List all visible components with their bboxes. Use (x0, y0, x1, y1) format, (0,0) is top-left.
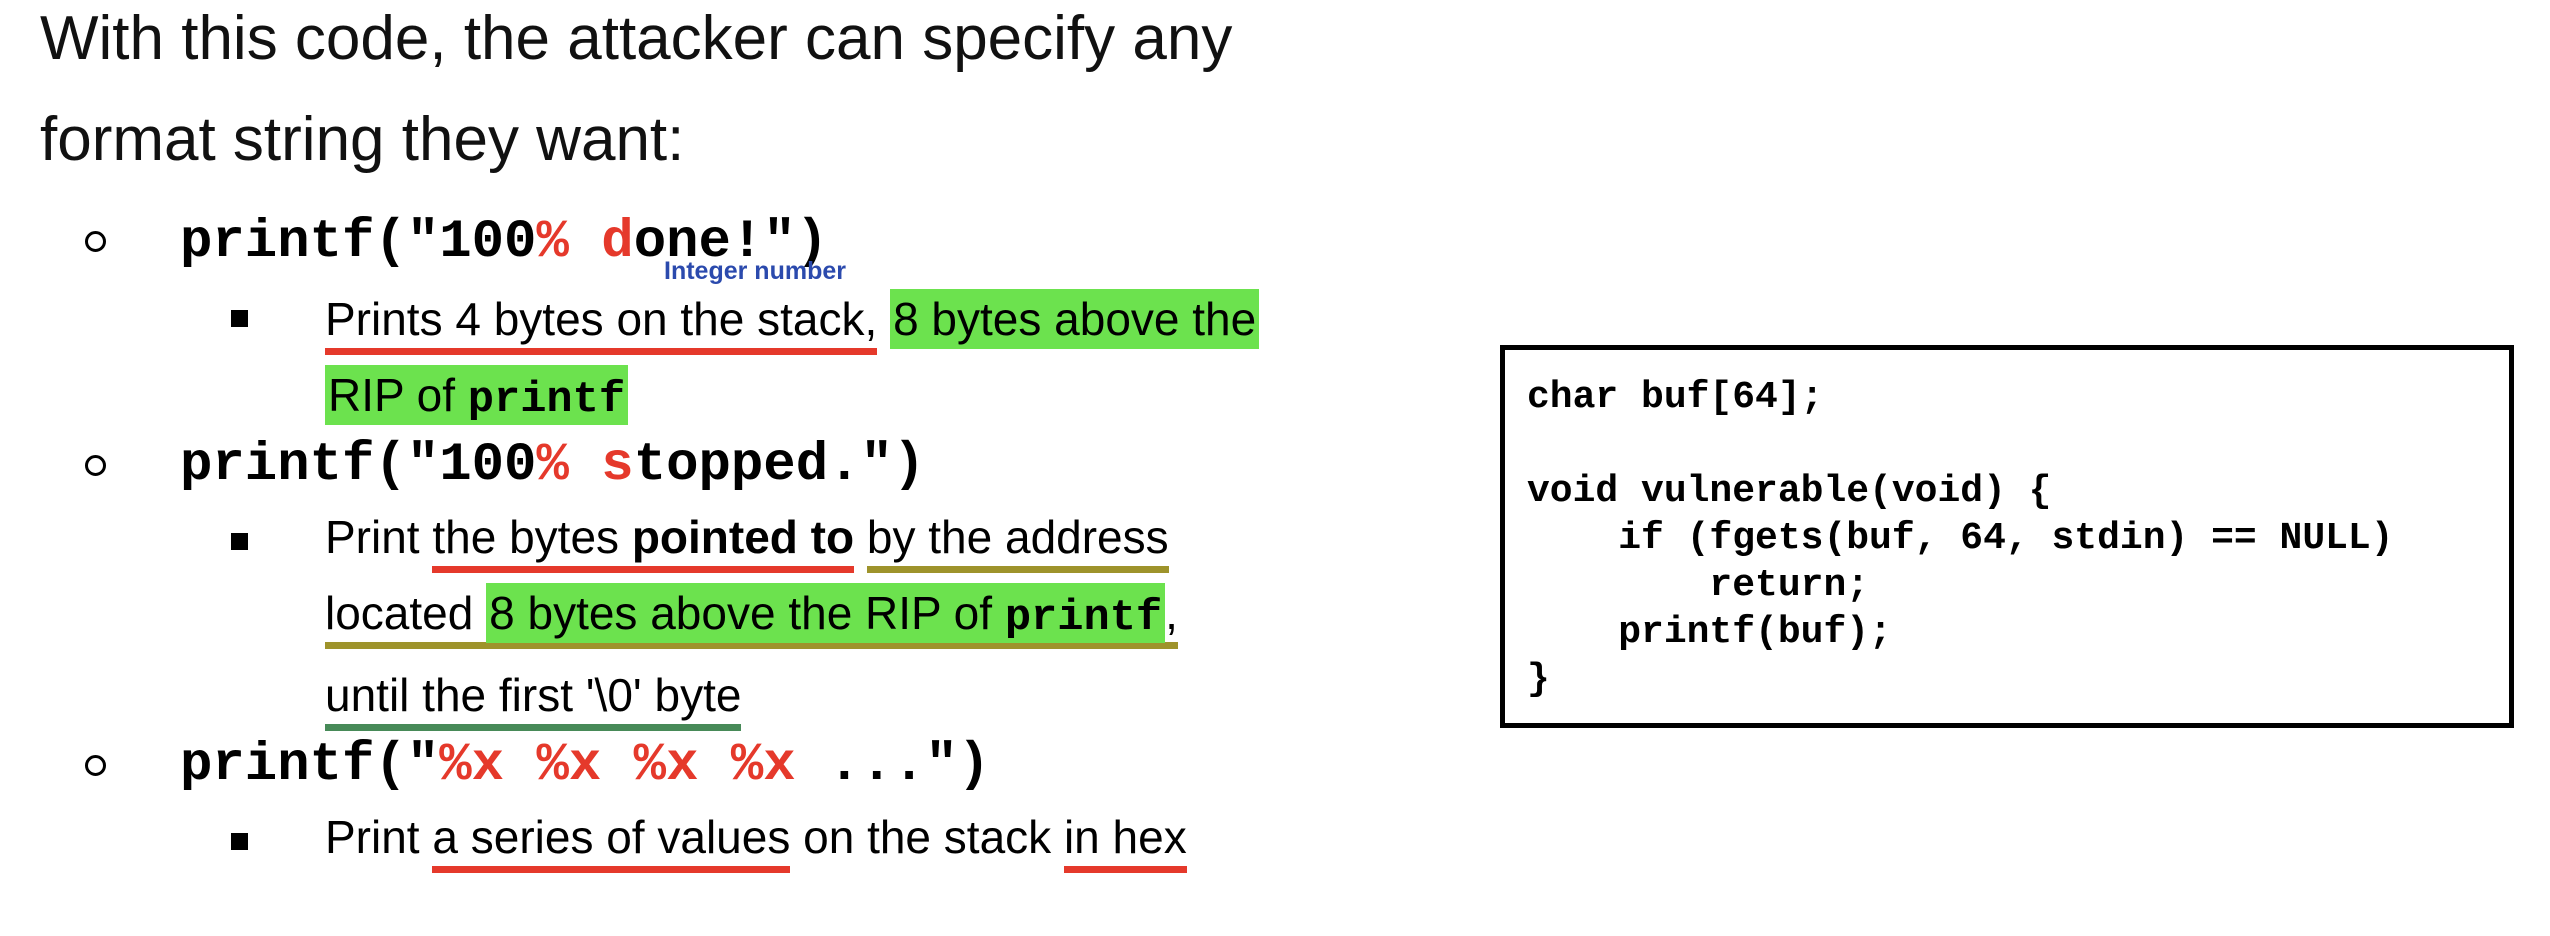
bullet-circle-icon (85, 231, 106, 252)
printf-done-code-line: printf("100% done!") (180, 215, 828, 271)
red-underlined-text: the bytes pointed to (432, 511, 855, 573)
highlight-segment: 8 bytes above the RIP of (489, 587, 1005, 639)
green-highlight-text: 8 bytes above the RIP of printf (486, 583, 1166, 643)
code-line: } (1527, 658, 1550, 701)
code-segment-space (569, 435, 601, 496)
code-segment-red-format: %x %x %x %x (439, 735, 796, 796)
highlight-segment: RIP of (328, 369, 468, 421)
code-segment: ...") (795, 735, 991, 796)
code-line: char buf[64]; (1527, 376, 1824, 419)
separator (854, 511, 867, 563)
vulnerable-code-box: char buf[64]; void vulnerable(void) { if… (1500, 345, 2514, 728)
bullet-square-icon (231, 533, 248, 550)
code-line: return; (1527, 564, 1870, 607)
code-line: printf(buf); (1527, 611, 1892, 654)
code-segment-red-percent: % (536, 435, 569, 496)
code-segment-space (569, 212, 601, 273)
code-segment-red-percent: % (536, 212, 569, 273)
red-underlined-text: in hex (1063, 811, 1187, 873)
red-underlined-text: a series of values (432, 811, 791, 873)
code-segment-red-s: s (601, 435, 634, 496)
underline-segment: , (1165, 587, 1178, 639)
plain-text: Print (325, 811, 433, 863)
green-highlight-text: RIP of printf (325, 365, 629, 425)
plain-text: on the stack (790, 811, 1064, 863)
bullet-circle-icon (85, 755, 106, 776)
code-line: if (fgets(buf, 64, stdin) == NULL) (1527, 517, 2394, 560)
sub-bullet-1-text: Prints 4 bytes on the stack, 8 bytes abo… (325, 281, 1535, 439)
separator (877, 293, 890, 345)
code-segment: printf("100 (180, 212, 537, 273)
slide-title-line2: format string they want: (40, 105, 685, 174)
olive-underlined-text: located 8 bytes above the RIP of printf, (325, 583, 1178, 649)
green-underlined-text: until the first '\0' byte (325, 669, 742, 731)
slide-title-line1: With this code, the attacker can specify… (40, 4, 1233, 73)
sub-bullet-2-text: Print the bytes pointed to by the addres… (325, 499, 1535, 733)
plain-text: Print (325, 511, 433, 563)
printf-inline-code: printf (1004, 594, 1163, 643)
underline-segment: the bytes (432, 511, 632, 563)
printf-stopped-code-line: printf("100% stopped.") (180, 438, 925, 494)
code-segment: topped.") (633, 435, 926, 496)
bullet-square-icon (231, 310, 248, 327)
code-line-blank (1527, 421, 2509, 468)
red-underlined-text: Prints 4 bytes on the stack, (325, 293, 878, 355)
underline-segment: located (325, 587, 487, 639)
code-line: void vulnerable(void) { (1527, 470, 2052, 513)
printf-hex-code-line: printf("%x %x %x %x ...") (180, 738, 990, 794)
bullet-circle-icon (85, 455, 106, 476)
sub-bullet-3-text: Print a series of values on the stack in… (325, 799, 1535, 875)
olive-underlined-text: by the address (866, 511, 1169, 573)
code-segment: printf(" (180, 735, 440, 796)
bold-pointed-to: pointed to (631, 511, 855, 563)
code-segment-red-d: d (601, 212, 634, 273)
integer-number-annotation: Integer number (664, 257, 846, 285)
printf-inline-code: printf (467, 376, 626, 425)
code-segment: one!") (633, 212, 829, 273)
bullet-square-icon (231, 833, 248, 850)
green-highlight-text: 8 bytes above the (890, 289, 1260, 349)
slide-title: With this code, the attacker can specify… (40, 0, 1232, 190)
code-segment: printf("100 (180, 435, 537, 496)
